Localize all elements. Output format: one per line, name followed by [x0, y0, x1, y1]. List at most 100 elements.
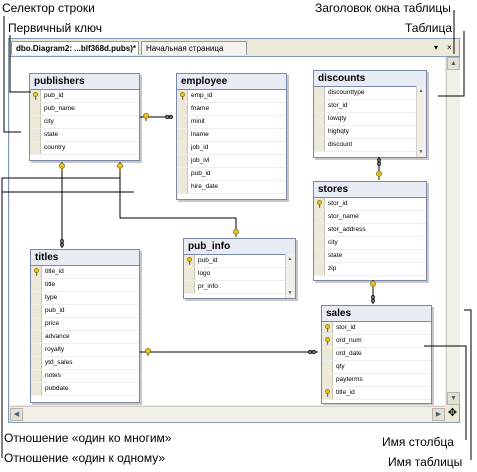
row-selector[interactable] — [30, 129, 41, 141]
table-title-publishers[interactable]: publishers — [30, 74, 139, 90]
relationship-stores-discounts[interactable] — [375, 157, 383, 180]
column-row[interactable]: minit — [177, 116, 286, 129]
row-selector[interactable] — [31, 357, 42, 369]
column-row[interactable]: state — [314, 250, 426, 263]
row-selector[interactable] — [177, 168, 188, 180]
scroll-down-icon[interactable]: ▼ — [418, 149, 424, 155]
column-row[interactable]: ord_date — [322, 348, 431, 361]
column-row[interactable]: title — [31, 279, 139, 292]
scroll-left-icon[interactable]: ◀ — [10, 408, 23, 421]
row-selector[interactable] — [31, 370, 42, 382]
close-icon[interactable]: × — [447, 43, 452, 52]
row-selector[interactable] — [314, 113, 325, 125]
scroll-up-icon[interactable]: ▲ — [287, 256, 293, 262]
column-row[interactable]: ord_num — [322, 335, 431, 348]
row-selector[interactable] — [177, 129, 188, 141]
relationship-publishers-titles[interactable] — [58, 162, 66, 248]
row-selector[interactable] — [314, 139, 325, 151]
row-selector[interactable] — [322, 361, 333, 373]
table-titles[interactable]: titles title_id title type pub_id price … — [30, 249, 140, 403]
column-row[interactable]: type — [31, 292, 139, 305]
scroll-up-icon[interactable]: ▲ — [418, 88, 424, 94]
column-row[interactable]: job_id — [177, 142, 286, 155]
scroll-up-icon[interactable]: ▲ — [447, 57, 460, 70]
column-row[interactable]: discounttype — [314, 87, 426, 100]
relationship-publishers-employee[interactable] — [140, 112, 173, 122]
scroll-down-icon[interactable]: ▼ — [287, 290, 293, 296]
row-selector[interactable] — [31, 305, 42, 317]
column-row[interactable]: discount — [314, 139, 426, 152]
row-selector[interactable] — [31, 279, 42, 291]
row-selector[interactable] — [314, 211, 325, 223]
column-row[interactable]: pr_info — [184, 281, 295, 294]
column-row[interactable]: hire_date — [177, 181, 286, 194]
row-selector[interactable] — [322, 374, 333, 386]
column-row[interactable]: pub_id — [31, 305, 139, 318]
column-row[interactable]: state — [30, 129, 139, 142]
row-selector[interactable] — [30, 116, 41, 128]
column-row[interactable]: job_lvl — [177, 155, 286, 168]
scroll-down-icon[interactable]: ▼ — [447, 392, 460, 405]
diagram-horizontal-scrollbar[interactable]: ◀ ▶ — [10, 406, 445, 422]
column-row[interactable]: fname — [177, 103, 286, 116]
row-selector[interactable] — [314, 237, 325, 249]
column-row[interactable]: royalty — [31, 344, 139, 357]
table-discounts[interactable]: discounts discounttype stor_id lowqty hi… — [313, 70, 427, 158]
row-selector[interactable] — [314, 87, 325, 99]
row-selector[interactable] — [177, 181, 188, 193]
row-selector[interactable] — [184, 281, 195, 293]
row-selector[interactable] — [314, 126, 325, 138]
tab-start-page[interactable]: Начальная страница — [141, 41, 247, 55]
column-row[interactable]: zip — [314, 263, 426, 276]
table-scrollbar[interactable]: ▲ ▼ — [416, 86, 426, 157]
column-row[interactable]: title_id — [31, 266, 139, 279]
table-title-discounts[interactable]: discounts — [314, 71, 426, 87]
column-row[interactable]: country — [30, 142, 139, 155]
row-selector[interactable] — [31, 292, 42, 304]
row-selector[interactable] — [31, 344, 42, 356]
row-selector[interactable] — [177, 142, 188, 154]
column-row[interactable]: highqty — [314, 126, 426, 139]
table-title-pub-info[interactable]: pub_info — [184, 239, 295, 255]
column-row[interactable]: stor_id — [322, 322, 431, 335]
row-selector[interactable] — [314, 263, 325, 275]
column-row[interactable]: stor_id — [314, 100, 426, 113]
column-row[interactable]: lname — [177, 129, 286, 142]
row-selector[interactable] — [314, 250, 325, 262]
table-title-employee[interactable]: employee — [177, 74, 286, 90]
pan-icon[interactable]: ✥ — [446, 406, 459, 421]
table-scrollbar[interactable]: ▲ ▼ — [285, 254, 295, 298]
row-selector[interactable] — [31, 383, 42, 395]
row-selector[interactable] — [30, 103, 41, 115]
table-title-sales[interactable]: sales — [322, 306, 431, 322]
tab-dropdown-icon[interactable]: ▾ — [434, 43, 439, 52]
row-selector[interactable] — [30, 142, 41, 154]
scroll-right-icon[interactable]: ▶ — [432, 408, 445, 421]
column-row[interactable]: ytd_sales — [31, 357, 139, 370]
column-row[interactable]: payterms — [322, 374, 431, 387]
table-publishers[interactable]: publishers pub_id pub_name city state co… — [29, 73, 140, 161]
column-row[interactable]: logo — [184, 268, 295, 281]
column-row[interactable]: stor_address — [314, 224, 426, 237]
column-row[interactable]: pub_name — [30, 103, 139, 116]
column-row[interactable]: pubdate — [31, 383, 139, 396]
row-selector[interactable] — [322, 348, 333, 360]
table-title-titles[interactable]: titles — [31, 250, 139, 266]
row-selector[interactable] — [184, 268, 195, 280]
column-row[interactable]: city — [30, 116, 139, 129]
tab-diagram2[interactable]: dbo.Diagram2: ...blf368d.pubs)* — [11, 41, 139, 55]
column-row[interactable]: city — [314, 237, 426, 250]
row-selector[interactable] — [31, 331, 42, 343]
row-selector[interactable] — [314, 224, 325, 236]
column-row[interactable]: lowqty — [314, 113, 426, 126]
table-stores[interactable]: stores stor_id stor_name stor_address ci… — [313, 181, 427, 281]
relationship-titles-sales[interactable] — [140, 347, 318, 357]
column-row[interactable]: stor_id — [314, 198, 426, 211]
column-row[interactable]: title_id — [322, 387, 431, 400]
relationship-publishers-pub-info[interactable] — [116, 162, 240, 238]
table-sales[interactable]: sales stor_id ord_num ord_date qty payte… — [321, 305, 432, 404]
column-row[interactable]: qty — [322, 361, 431, 374]
row-selector[interactable] — [177, 155, 188, 167]
row-selector[interactable] — [314, 100, 325, 112]
table-pub-info[interactable]: pub_info pub_id logo pr_info ▲ ▼ — [183, 238, 296, 299]
